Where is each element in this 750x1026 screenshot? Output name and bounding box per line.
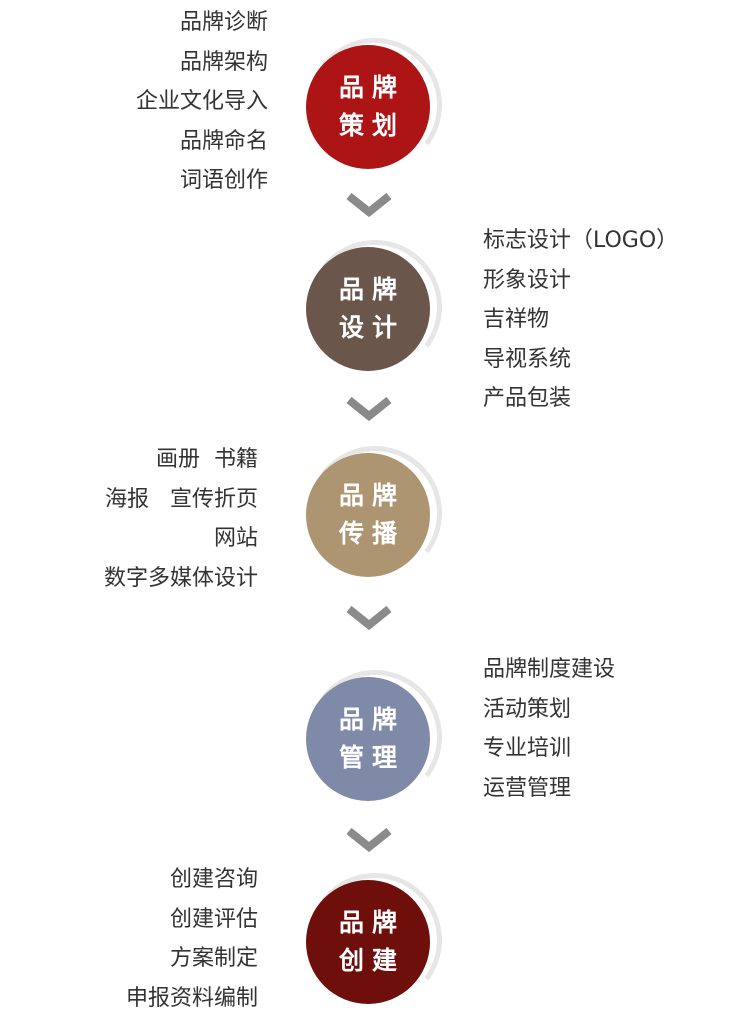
stage-brand-planning: 品牌诊断 品牌架构 企业文化导入 品牌命名 词语创作 品牌 策划 bbox=[0, 0, 750, 193]
communication-circle: 品牌 传播 bbox=[306, 453, 430, 577]
management-items: 品牌制度建设 活动策划 专业培训 运营管理 bbox=[483, 650, 615, 808]
communication-item: 网站 bbox=[213, 526, 258, 551]
management-item: 活动策划 bbox=[483, 696, 572, 722]
planning-items: 品牌诊断 品牌架构 企业文化导入 品牌命名 词语创作 bbox=[136, 3, 268, 201]
design-item: 产品包装 bbox=[483, 386, 572, 411]
circle-label-line1: 品牌 bbox=[338, 275, 405, 304]
creation-item: 创建咨询 bbox=[169, 867, 258, 892]
design-items: 标志设计（LOGO） 形象设计 吉祥物 导视系统 产品包装 bbox=[483, 221, 678, 419]
creation-item: 申报资料编制 bbox=[125, 985, 258, 1011]
planning-item: 品牌诊断 bbox=[179, 10, 268, 35]
circle-label-line1: 品牌 bbox=[338, 908, 405, 937]
planning-item: 品牌命名 bbox=[179, 128, 268, 154]
planning-item: 企业文化导入 bbox=[135, 89, 268, 114]
communication-item: 数字多媒体设计 bbox=[103, 565, 258, 591]
management-item: 运营管理 bbox=[483, 775, 572, 801]
design-item: 形象设计 bbox=[483, 267, 572, 293]
planning-item: 词语创作 bbox=[179, 168, 268, 193]
stage-brand-management: 品牌制度建设 活动策划 专业培训 运营管理 品牌 管理 bbox=[0, 0, 750, 813]
stage-brand-communication: 画册 书籍 海报 宣传折页 网站 数字多媒体设计 品牌 传播 bbox=[0, 0, 750, 591]
circle-label-line2: 设计 bbox=[338, 313, 405, 342]
creation-item: 方案制定 bbox=[169, 946, 258, 971]
chevron-down-icon bbox=[346, 827, 392, 853]
communication-item: 画册 书籍 bbox=[156, 447, 258, 472]
design-item: 导视系统 bbox=[483, 346, 572, 372]
circle-label-line1: 品牌 bbox=[338, 481, 405, 510]
design-circle: 品牌 设计 bbox=[306, 247, 430, 371]
circle-label-line2: 策划 bbox=[338, 111, 405, 140]
stage-brand-design: 标志设计（LOGO） 形象设计 吉祥物 导视系统 产品包装 品牌 设计 bbox=[0, 0, 750, 411]
creation-circle: 品牌 创建 bbox=[306, 880, 430, 1004]
chevron-down-icon bbox=[346, 605, 392, 631]
communication-items: 画册 书籍 海报 宣传折页 网站 数字多媒体设计 bbox=[104, 440, 258, 598]
circle-label-line1: 品牌 bbox=[338, 73, 405, 102]
management-circle: 品牌 管理 bbox=[306, 677, 430, 801]
circle-label-line2: 传播 bbox=[338, 519, 405, 548]
creation-items: 创建咨询 创建评估 方案制定 申报资料编制 bbox=[126, 860, 258, 1018]
circle-label-line1: 品牌 bbox=[338, 705, 405, 734]
communication-item: 海报 宣传折页 bbox=[105, 486, 258, 512]
planning-item: 品牌架构 bbox=[179, 49, 268, 75]
management-item: 专业培训 bbox=[483, 736, 572, 761]
circle-label-line2: 管理 bbox=[338, 743, 405, 772]
creation-item: 创建评估 bbox=[169, 906, 258, 932]
management-item: 品牌制度建设 bbox=[483, 657, 616, 682]
chevron-down-icon bbox=[346, 192, 392, 218]
circle-label-line2: 创建 bbox=[338, 946, 405, 975]
planning-circle: 品牌 策划 bbox=[306, 45, 430, 169]
chevron-down-icon bbox=[346, 396, 392, 422]
design-item: 标志设计（LOGO） bbox=[483, 228, 679, 253]
design-item: 吉祥物 bbox=[483, 307, 550, 332]
